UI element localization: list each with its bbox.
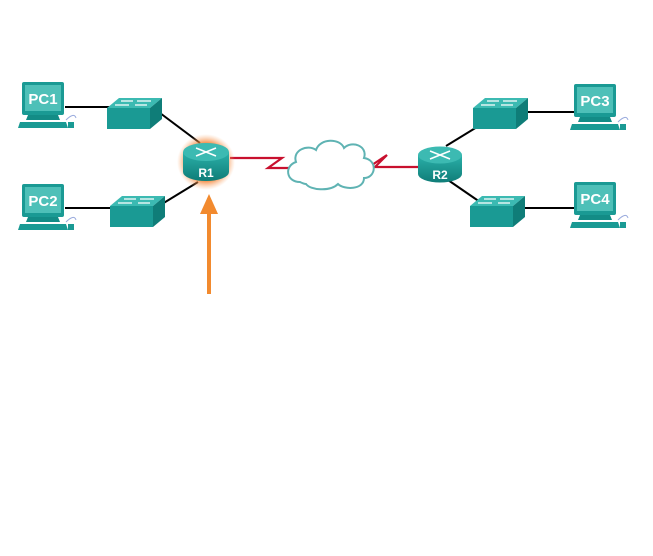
pc4[interactable]: PC4 [569, 181, 629, 229]
ethernet-links [65, 106, 575, 209]
router-arrows-icon [195, 147, 217, 157]
switch-4-icon[interactable] [469, 195, 526, 228]
switch-2-icon[interactable] [109, 195, 166, 228]
serial-link-r1-cloud [230, 156, 292, 170]
highlight-arrow-icon [200, 194, 218, 294]
router-r2[interactable]: R2 [418, 146, 462, 183]
link-r2-s4 [447, 179, 481, 203]
switch-3-icon[interactable] [472, 97, 529, 130]
router-r1[interactable]: R1 [177, 134, 235, 190]
pc1-label: PC1 [28, 91, 57, 108]
r1-label: R1 [198, 166, 214, 180]
pc2[interactable]: PC2 [17, 183, 77, 231]
pc2-label: PC2 [28, 193, 57, 210]
pc3[interactable]: PC3 [569, 83, 629, 131]
link-r2-s3 [445, 126, 478, 147]
r2-label: R2 [432, 168, 448, 182]
switch-1-icon[interactable] [106, 97, 163, 130]
serial-link-cloud-r2 [371, 154, 420, 169]
pc3-label: PC3 [580, 93, 609, 110]
pc1[interactable]: PC1 [17, 81, 77, 129]
pc4-label: PC4 [580, 191, 610, 208]
router-arrows-icon [429, 150, 451, 160]
wan-cloud-icon [287, 139, 375, 191]
